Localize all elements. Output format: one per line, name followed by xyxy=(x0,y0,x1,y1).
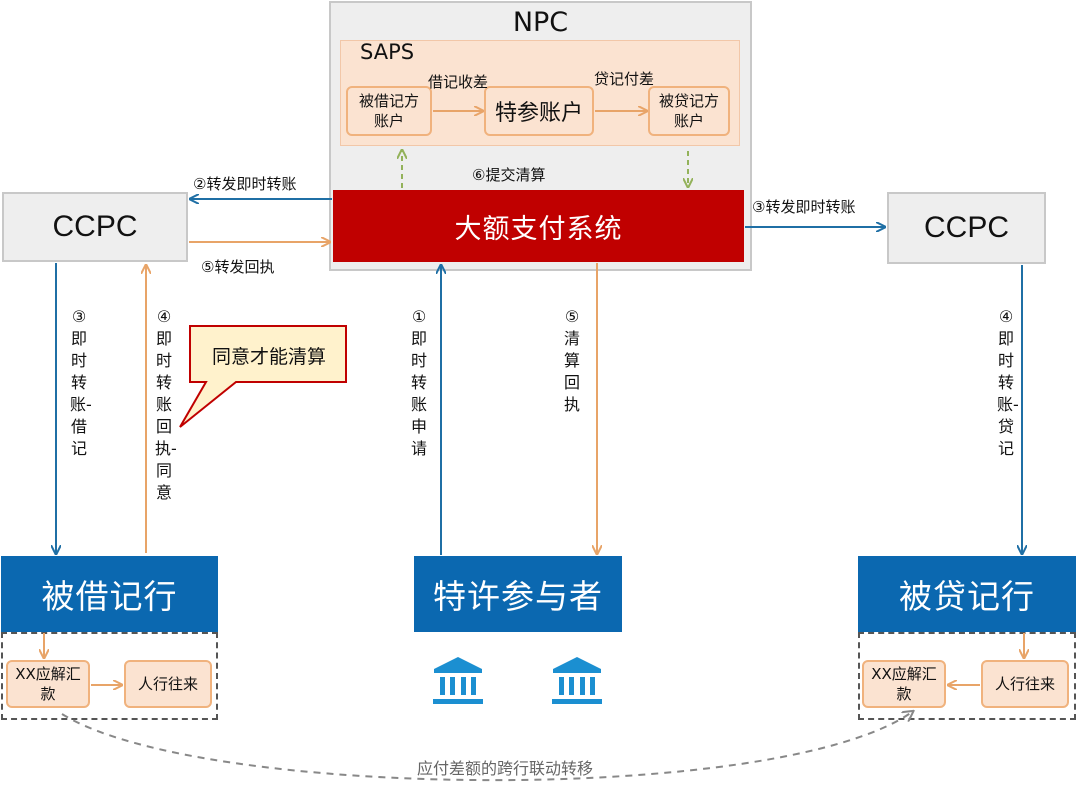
hvps-box[interactable]: 大额支付系统 xyxy=(333,190,744,262)
right-pboc-account[interactable]: 人行往来 xyxy=(981,660,1069,708)
credit-party-account[interactable]: 被贷记方账户 xyxy=(648,86,730,136)
ccpc-left-label: CCPC xyxy=(52,210,138,243)
left-xx-remittance-account[interactable]: XX应解汇款 xyxy=(6,660,90,708)
label-right-down: ④即时转账-贷记 xyxy=(997,307,1019,458)
left-xx-remittance-label: XX应解汇款 xyxy=(15,665,81,703)
debit-party-account-label: 被借记方账户 xyxy=(358,92,419,130)
credit-bank-ledger-area xyxy=(858,632,1076,720)
label-left-down: ③即时转账-借记 xyxy=(70,307,92,458)
callout-agree-to-clear: 同意才能清算 xyxy=(211,345,326,368)
debit-bank-box[interactable]: 被借记行 xyxy=(1,556,218,632)
bottom-transfer-label: 应付差额的跨行联动转移 xyxy=(416,759,593,778)
bank-icon xyxy=(552,657,602,704)
debit-bank-label: 被借记行 xyxy=(41,577,178,616)
bank-icon xyxy=(433,657,483,704)
credit-bank-box[interactable]: 被贷记行 xyxy=(858,556,1076,632)
label-forward-left: ②转发即时转账 xyxy=(193,175,297,193)
label-forward-right: ③转发即时转账 xyxy=(752,198,856,216)
special-participant-account-label: 特参账户 xyxy=(494,101,583,126)
right-xx-remittance-account[interactable]: XX应解汇款 xyxy=(862,660,946,708)
label-center-down: ⑤清算回执 xyxy=(563,307,580,414)
participant-label: 特许参与者 xyxy=(433,577,603,616)
debit-party-account[interactable]: 被借记方账户 xyxy=(346,86,432,136)
label-center-up: ①即时转账申请 xyxy=(410,307,427,458)
ccpc-right-label: CCPC xyxy=(923,211,1009,244)
saps-title: SAPS xyxy=(360,40,415,64)
hvps-label: 大额支付系统 xyxy=(454,213,623,245)
label-left-up: ④即时转账回执-同意 xyxy=(155,307,177,502)
participant-box[interactable]: 特许参与者 xyxy=(414,556,622,632)
label-credit-pay: 贷记付差 xyxy=(594,70,655,88)
left-pboc-label: 人行往来 xyxy=(137,675,198,693)
label-submit-clearing: ⑥提交清算 xyxy=(472,166,546,184)
special-participant-account[interactable]: 特参账户 xyxy=(484,86,594,136)
credit-bank-label: 被贷记行 xyxy=(899,577,1035,616)
credit-party-account-label: 被贷记方账户 xyxy=(658,92,719,130)
label-debit-receive: 借记收差 xyxy=(428,73,489,91)
left-pboc-account[interactable]: 人行往来 xyxy=(124,660,212,708)
right-xx-remittance-label: XX应解汇款 xyxy=(871,665,937,703)
npc-title: NPC xyxy=(512,6,569,38)
label-forward-receipt: ⑤转发回执 xyxy=(201,258,275,276)
ccpc-left-box[interactable]: CCPC xyxy=(2,192,188,262)
right-pboc-label: 人行往来 xyxy=(994,675,1055,693)
ccpc-right-box[interactable]: CCPC xyxy=(887,192,1046,264)
